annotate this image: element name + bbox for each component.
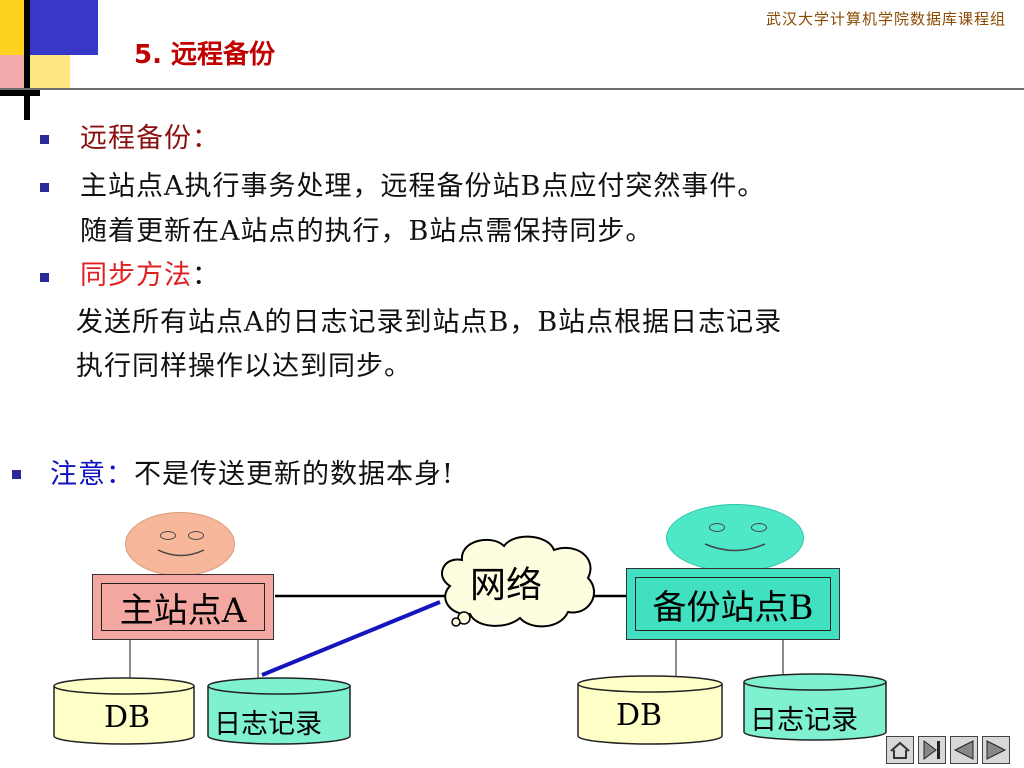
bullet-icon [40,273,49,282]
site-b-box: 备份站点B [626,568,840,640]
previous-slide-button[interactable] [950,736,978,764]
sync-method-title: 同步方法 [80,260,192,291]
next-slide-icon [986,740,1007,760]
organization-label: 武汉大学计算机学院数据库课程组 [765,10,1006,28]
smile-icon [704,543,766,552]
corner-horizontal-bar [0,90,40,96]
site-a-label: 主站点A [119,590,247,631]
site-a-box: 主站点A [92,574,274,640]
log-cylinder-right [743,673,887,741]
eye-icon [188,531,204,540]
bullet-description-line1: 主站点A执行事务处理，远程备份站B点应付突然事件。 [80,171,766,202]
note-text: 不是传送更新的数据本身! [134,459,454,490]
site-b-label: 备份站点B [652,587,814,628]
log-cylinder-left [207,677,351,745]
db-cylinder-left [53,677,195,745]
site-a-inner-frame [101,583,265,631]
corner-block-pink [0,55,24,90]
smiley-face-b [666,504,804,572]
bullet-description-line2: 随着更新在A站点的执行，B站点需保持同步。 [80,216,654,247]
eye-icon [709,523,725,532]
bullet-remote-backup: 远程备份： [80,123,220,154]
corner-block-yellow [0,0,24,55]
db-left-label: DB [104,700,151,735]
log-left-label: 日志记录 [214,709,322,740]
eye-icon [160,531,176,540]
title-text: 远程备份 [171,40,276,70]
smiley-face-a [125,512,235,576]
title-number: 5. [134,40,162,70]
smile-icon [157,549,205,557]
note-line: 注意：不是传送更新的数据本身! [50,452,454,491]
network-cloud [441,535,595,628]
db-cylinder-right [577,675,723,745]
next-slide-button[interactable] [982,736,1010,764]
header-divider [0,88,1024,90]
bullet-icon [40,135,49,144]
bullet-icon [12,470,21,479]
eye-icon [751,523,767,532]
corner-block-yellow-2 [30,55,70,90]
corner-vertical-bar [24,0,30,120]
page-title: 5. 远程备份 [134,34,275,71]
bullet-sync-method: 同步方法： [80,253,220,292]
log-right-label: 日志记录 [750,705,858,736]
bullet-icon [40,183,49,192]
sync-method-line2: 执行同样操作以达到同步。 [76,351,412,382]
corner-block-blue [30,0,98,55]
home-button[interactable] [886,736,914,764]
last-slide-button[interactable] [918,736,946,764]
note-label: 注意： [50,459,134,490]
sync-method-line1: 发送所有站点A的日志记录到站点B，B站点根据日志记录 [76,307,783,338]
last-slide-icon [923,740,940,760]
link-log-network [261,600,441,677]
sync-method-colon: ： [192,260,220,291]
network-label: 网络 [470,565,543,606]
previous-slide-icon [953,740,974,760]
home-icon [890,741,910,759]
site-b-inner-frame [635,577,831,631]
db-right-label: DB [616,698,663,733]
